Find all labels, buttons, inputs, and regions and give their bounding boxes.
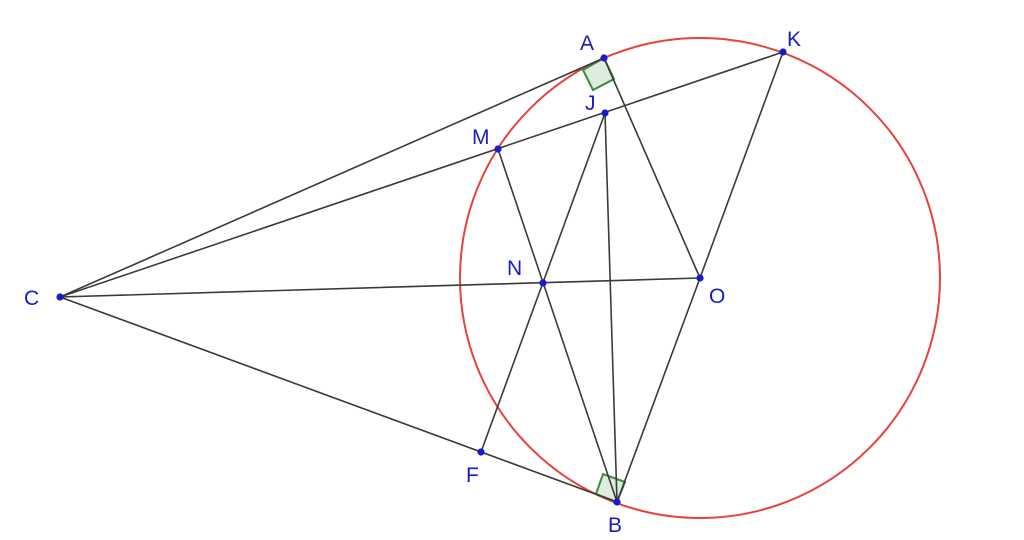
segment-ca xyxy=(59,57,605,298)
label-m: M xyxy=(472,126,490,149)
segment-ok xyxy=(699,51,784,279)
segment-co xyxy=(59,277,701,298)
point-m xyxy=(494,145,502,153)
label-n: N xyxy=(507,257,522,280)
segment-ao xyxy=(603,57,701,279)
point-o xyxy=(696,274,704,282)
point-j xyxy=(601,109,609,117)
point-b xyxy=(613,498,621,506)
label-k: K xyxy=(787,28,801,51)
circle-o xyxy=(459,37,941,519)
segment-jb xyxy=(604,112,618,503)
label-a: A xyxy=(580,32,594,55)
label-f: F xyxy=(466,464,479,487)
segment-ck xyxy=(59,51,784,298)
label-c: C xyxy=(24,287,39,310)
label-j: J xyxy=(585,92,596,115)
point-k xyxy=(779,48,787,56)
label-b: B xyxy=(608,514,622,537)
segment-mb xyxy=(497,148,618,503)
point-n xyxy=(539,279,547,287)
point-a xyxy=(600,54,608,62)
segment-cb xyxy=(59,296,618,503)
label-o: O xyxy=(709,285,725,308)
right-angle-marker-b xyxy=(594,472,627,504)
segment-ob xyxy=(616,277,701,503)
point-c xyxy=(56,293,64,301)
right-angle-marker-a xyxy=(581,56,616,92)
point-f xyxy=(477,448,485,456)
